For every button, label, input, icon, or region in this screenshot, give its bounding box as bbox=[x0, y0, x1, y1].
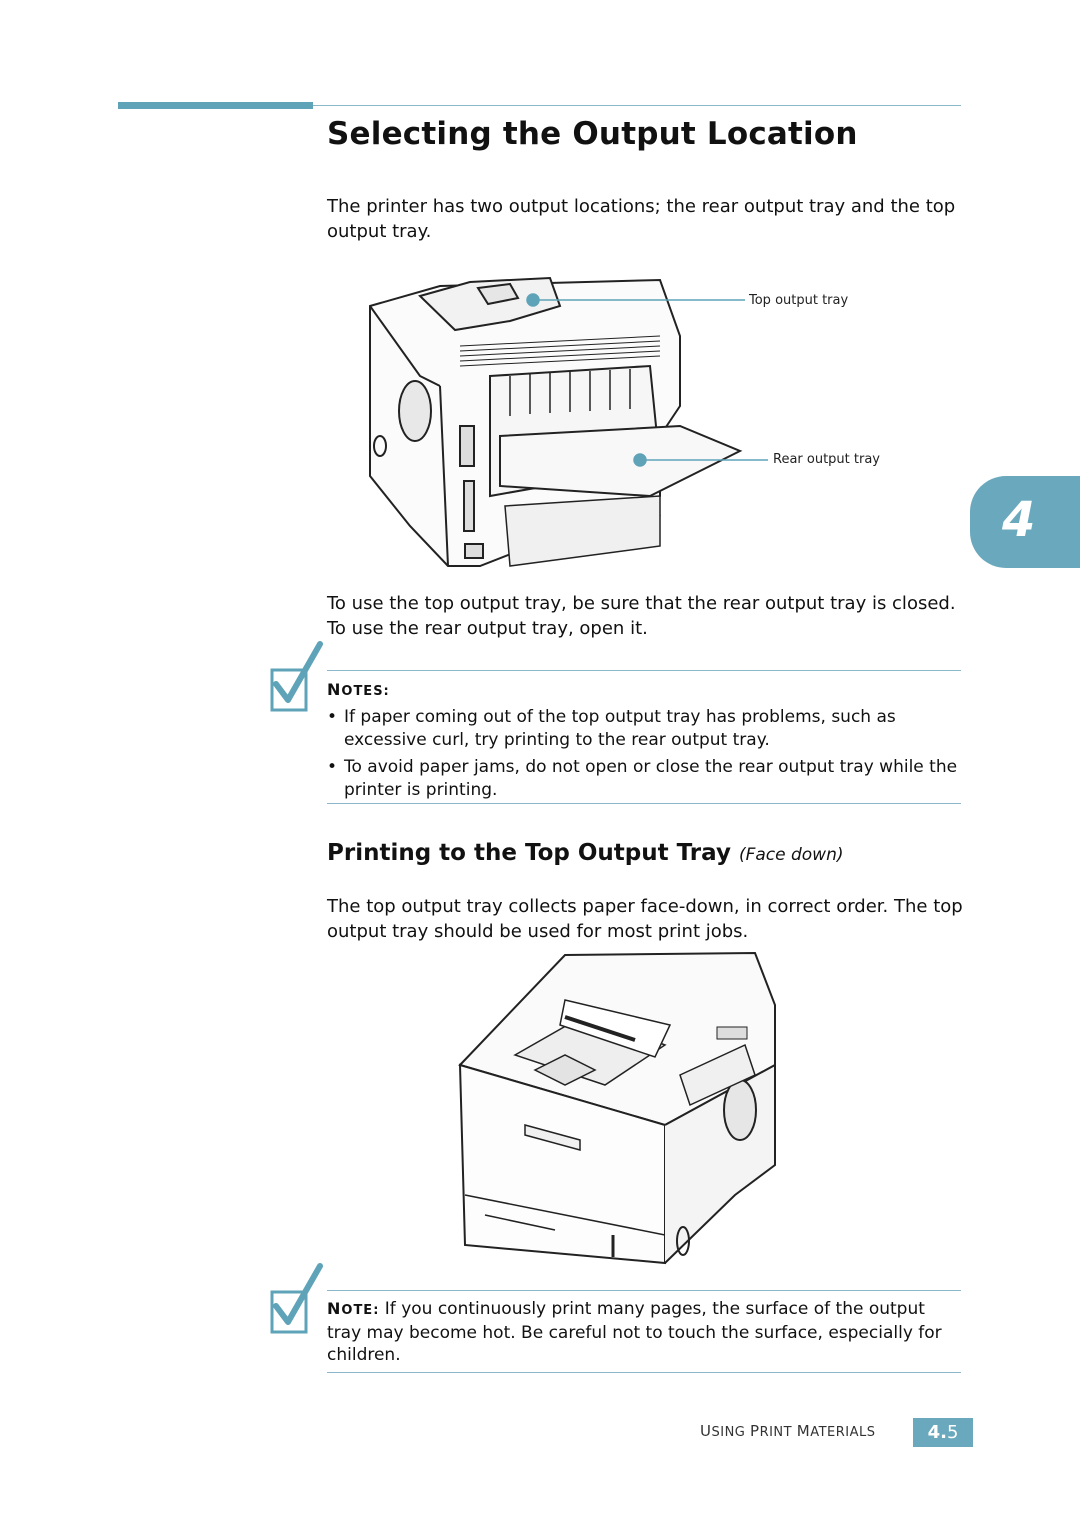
notes-top-rule bbox=[327, 670, 961, 671]
notes-heading: NOTES: bbox=[327, 680, 390, 699]
subsection-subtitle: (Face down) bbox=[738, 845, 844, 865]
subsection-paragraph: The top output tray collects paper face-… bbox=[327, 896, 963, 942]
note2-bottom-rule bbox=[327, 1372, 961, 1373]
callout-top-output-tray: Top output tray bbox=[749, 293, 849, 308]
note2-top-rule bbox=[327, 1290, 961, 1291]
notes-list: If paper coming out of the top output tr… bbox=[327, 706, 962, 806]
note2-paragraph: NOTE: If you continuously print many pag… bbox=[327, 1298, 962, 1366]
notes-bottom-rule bbox=[327, 803, 961, 804]
page-number-box: 4.5 bbox=[913, 1418, 973, 1447]
footer-w3-first: M bbox=[796, 1422, 811, 1440]
title-rule bbox=[313, 105, 961, 106]
title-accent-bar bbox=[118, 102, 313, 109]
notes-item: To avoid paper jams, do not open or clos… bbox=[327, 756, 962, 802]
footer-w2-rest: RINT bbox=[759, 1425, 793, 1440]
checkmark-icon bbox=[270, 1263, 323, 1334]
note2-label-first: N bbox=[327, 1299, 342, 1318]
notes-item: If paper coming out of the top output tr… bbox=[327, 706, 962, 752]
note2-text: If you continuously print many pages, th… bbox=[327, 1299, 942, 1365]
note2-label-rest: OTE: bbox=[341, 1303, 380, 1318]
footer-w1-rest: SING bbox=[711, 1425, 746, 1440]
note2-label: NOTE: bbox=[327, 1299, 380, 1318]
checkmark-icon bbox=[270, 641, 323, 712]
printer-front-figure bbox=[458, 951, 776, 1265]
printer-rear-figure bbox=[369, 276, 768, 567]
callout-rear-output-tray: Rear output tray bbox=[773, 452, 881, 467]
notes-heading-rest: OTES: bbox=[341, 684, 390, 699]
footer-w2-first: P bbox=[750, 1422, 760, 1440]
chapter-tab: 4 bbox=[970, 476, 1080, 568]
page-number-major: 4. bbox=[927, 1422, 947, 1443]
subsection-title: Printing to the Top Output Tray (Face do… bbox=[327, 840, 844, 866]
page-title: Selecting the Output Location bbox=[327, 116, 858, 152]
subsection-title-text: Printing to the Top Output Tray bbox=[327, 840, 731, 866]
footer-running-title: USING PRINT MATERIALS bbox=[700, 1422, 876, 1440]
intro-paragraph: The printer has two output locations; th… bbox=[327, 196, 956, 242]
footer-w3-rest: ATERIALS bbox=[810, 1425, 876, 1440]
notes-heading-first: N bbox=[327, 680, 342, 699]
chapter-number: 4 bbox=[1002, 492, 1036, 548]
after-figure-paragraph: To use the top output tray, be sure that… bbox=[327, 593, 956, 639]
page-number-minor: 5 bbox=[946, 1422, 959, 1443]
footer-w1-first: U bbox=[700, 1422, 712, 1440]
